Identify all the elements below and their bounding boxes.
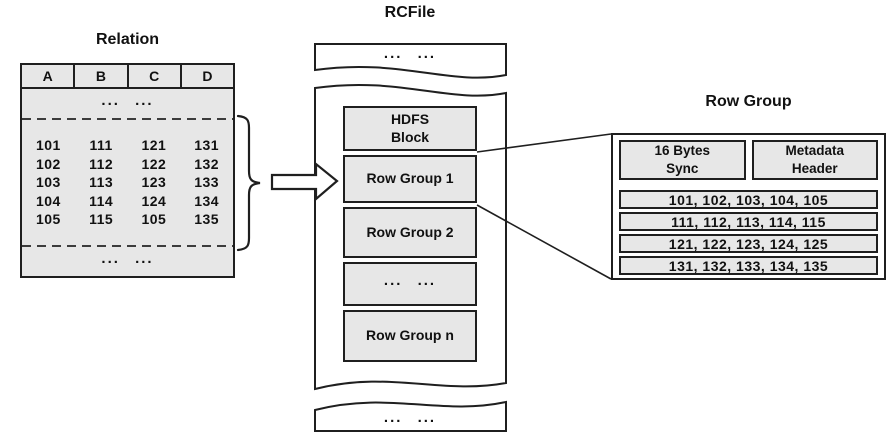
relation-cell: 102: [35, 155, 61, 172]
metadata-label-line2: Header: [791, 161, 838, 176]
ellipsis-text: ... ...: [101, 92, 154, 109]
sync-header-box: 16 Bytes Sync: [619, 140, 746, 180]
relation-ellipsis-bottom: ... ...: [22, 247, 233, 276]
relation-cell: 123: [141, 174, 167, 191]
metadata-header-box: Metadata Header: [751, 140, 878, 180]
sync-label-line2: Sync: [666, 161, 699, 176]
relation-cell: 101: [35, 137, 61, 154]
rcfile-title: RCFile: [384, 4, 436, 21]
relation-cell: 112: [89, 155, 114, 172]
relation-cell: 104: [35, 192, 61, 209]
rcfile-block-stack: HDFS Block Row Group 1 Row Group 2 ... .…: [343, 106, 477, 362]
relation-cell: 132: [194, 155, 220, 172]
relation-header-row: A B C D: [22, 65, 233, 89]
sync-label-line1: 16 Bytes: [654, 143, 711, 159]
hdfs-block-label-line2: Block: [390, 128, 430, 145]
relation-column-header-c: C: [129, 65, 182, 87]
row-group-1-cell: Row Group 1: [343, 155, 477, 203]
relation-cell: 105: [141, 211, 167, 228]
column-values-row-b: 111, 112, 113, 114, 115: [619, 212, 878, 231]
column-values-row-d: 131, 132, 133, 134, 135: [619, 256, 878, 275]
relation-cell: 134: [194, 192, 220, 209]
ellipsis-text: ... ...: [383, 271, 437, 289]
expand-line-top: [476, 133, 612, 153]
relation-cell: 115: [89, 211, 114, 228]
row-group-n-cell: Row Group n: [343, 310, 477, 362]
relation-cell: 131: [194, 137, 220, 154]
relation-column-header-d: D: [202, 68, 213, 84]
rcfile-ellipsis-top: ... ...: [383, 45, 437, 62]
arrow-icon: [270, 161, 339, 202]
row-group-boundary-top: [22, 118, 233, 120]
row-group-title: Row Group: [705, 93, 792, 110]
relation-ellipsis-top: ... ...: [22, 89, 233, 118]
relation-cell: 103: [35, 174, 61, 191]
row-group-boundary-bottom: [22, 245, 233, 247]
metadata-label-line1: Metadata: [785, 143, 844, 159]
ellipsis-text: ... ...: [101, 250, 154, 267]
relation-cell: 122: [141, 155, 167, 172]
relation-cell: 114: [89, 192, 114, 209]
relation-data-grid: 101 111 121 131 102 112 122 132 103 113 …: [22, 120, 233, 245]
relation-title: Relation: [95, 31, 160, 48]
row-group-2-cell: Row Group 2: [343, 207, 477, 258]
hdfs-block-cell: HDFS Block: [343, 106, 477, 151]
rcfile-bottom-fragment-shape: [314, 400, 507, 432]
relation-cell: 113: [89, 174, 114, 191]
relation-cell: 121: [141, 137, 167, 154]
relation-table: A B C D ... ... 101 111 121 131 102 112 …: [20, 63, 235, 278]
row-group-header-row: 16 Bytes Sync Metadata Header: [619, 140, 878, 180]
relation-column-header-a: A: [22, 65, 76, 87]
relation-column-header-b: B: [75, 65, 129, 87]
relation-cell: 105: [35, 211, 61, 228]
column-values-row-c: 121, 122, 123, 124, 125: [619, 234, 878, 253]
relation-cell: 133: [194, 174, 220, 191]
row-group-box: 16 Bytes Sync Metadata Header 101, 102, …: [611, 133, 886, 280]
brace: [236, 114, 261, 252]
rcfile-ellipsis-bottom: ... ...: [383, 409, 437, 426]
relation-cell: 135: [194, 211, 220, 228]
relation-cell: 111: [89, 137, 113, 154]
rcfile-top-fragment-shape: [314, 43, 507, 79]
expand-line-bottom: [476, 204, 612, 280]
rcfile-ellipsis-cell: ... ...: [343, 262, 477, 306]
hdfs-block-label-line1: HDFS: [390, 111, 430, 127]
relation-cell: 124: [141, 192, 167, 209]
column-values-row-a: 101, 102, 103, 104, 105: [619, 190, 878, 209]
